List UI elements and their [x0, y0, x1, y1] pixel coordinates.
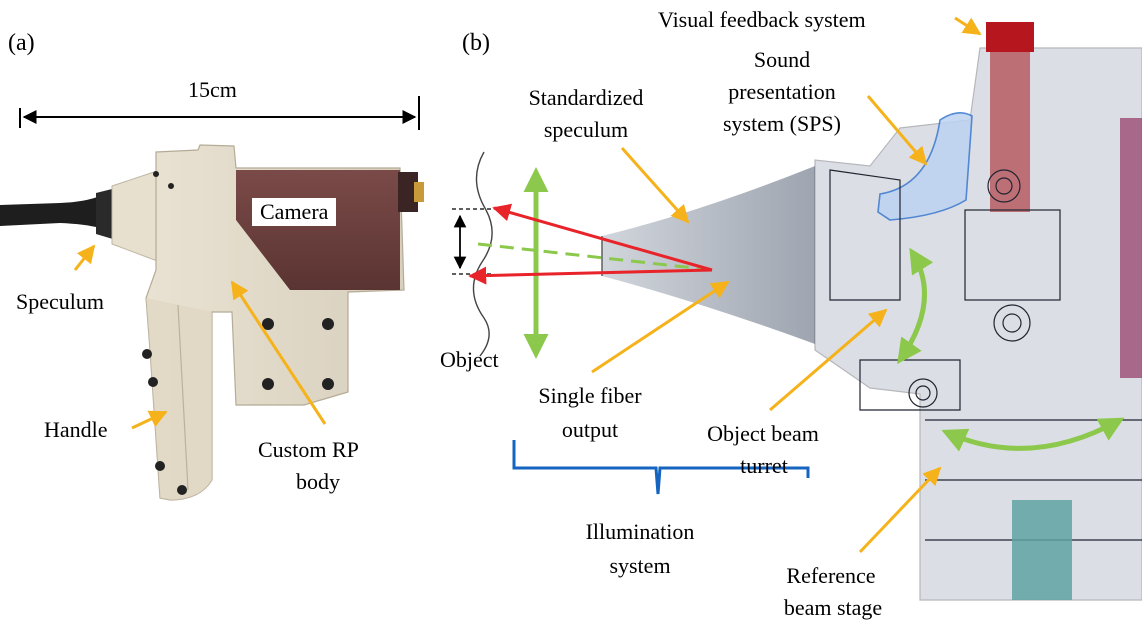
- speculum-label: Speculum: [16, 289, 104, 314]
- camera-connector-pin: [414, 182, 424, 202]
- body-label-line1: Custom RP: [258, 437, 359, 462]
- dimension-label: 15cm: [188, 77, 237, 102]
- reference-beam-column: [1012, 500, 1072, 600]
- speculum-b-label-line2: speculum: [543, 117, 629, 142]
- speculum-b-label-line1: Standardized: [528, 85, 644, 110]
- schematic-speculum: [602, 166, 815, 344]
- fiber-arrow: [591, 280, 730, 374]
- speculum-b-arrow: [620, 147, 690, 224]
- speculum-tip: [96, 188, 116, 240]
- panel-b-letter: (b): [462, 30, 490, 56]
- illumination-bracket: [512, 440, 810, 495]
- green-dashed-beam: [477, 242, 713, 272]
- visual-feedback-label: Visual feedback system: [658, 7, 866, 32]
- red-beam-bottom: [468, 266, 713, 285]
- stage-rotation-arrow: [941, 417, 1125, 452]
- handle-arrow: [131, 410, 168, 430]
- speculum-arrow: [73, 244, 96, 271]
- sps-label-line3: system (SPS): [723, 111, 841, 136]
- turret-label-line2: turret: [740, 453, 788, 478]
- speculum: [111, 169, 161, 263]
- illumination-label-line2: system: [609, 553, 671, 578]
- body-arrow: [230, 280, 327, 425]
- sps-label-line1: Sound: [753, 47, 811, 72]
- object-label: Object: [440, 347, 499, 372]
- cad-housing: [814, 22, 1142, 601]
- handle-seam: [177, 304, 189, 491]
- sps-label-line2: presentation: [728, 79, 836, 104]
- camera-label: Camera: [252, 198, 337, 226]
- turret-label-line1: Object beam: [707, 421, 819, 446]
- visual-feedback-column: [990, 52, 1030, 212]
- visual-feedback-led: [986, 22, 1034, 52]
- sps-arrow: [866, 95, 928, 166]
- reference-arrow: [858, 466, 942, 554]
- sps-unit: [877, 112, 973, 221]
- screws: [142, 171, 334, 495]
- turret-arrow: [769, 308, 888, 412]
- red-beam-top: [492, 203, 713, 272]
- fiber-label-line2: output: [561, 417, 619, 442]
- panel-a-letter: (a): [8, 30, 35, 56]
- reference-label-line1: Reference: [786, 563, 876, 588]
- camera-connector: [398, 172, 418, 212]
- reference-label-line2: beam stage: [783, 595, 883, 620]
- handle-label: Handle: [44, 417, 108, 442]
- visual-feedback-arrow: [954, 16, 982, 36]
- turret-rotation-arrow: [897, 247, 934, 365]
- handle: [146, 298, 212, 500]
- fiber-label-line1: Single fiber: [538, 383, 642, 408]
- illumination-label-line1: Illumination: [585, 519, 695, 544]
- body-label-line2: body: [296, 469, 340, 494]
- device-photo: [0, 96, 424, 501]
- object-surface: [472, 151, 493, 357]
- side-panel: [1120, 118, 1142, 378]
- cable: [0, 196, 100, 228]
